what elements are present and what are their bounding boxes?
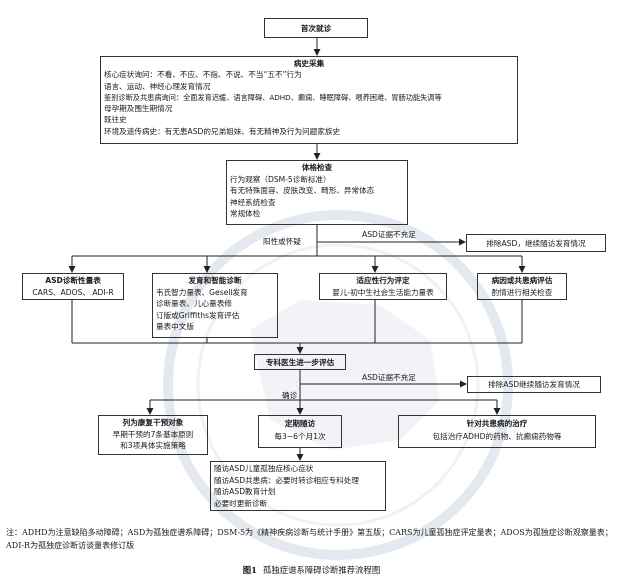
exam-line-neuro: 神经系统检查 [230, 197, 276, 207]
rehab-line-1: 早期干预的7条基本原则 [112, 429, 194, 439]
regular-followup-box: 定期随访 每3~6个月1次 [258, 415, 342, 448]
adaptive-title: 适应性行为评定 [356, 276, 410, 285]
exam-line-behavior: 行为观察（DSM-5诊断标准） [230, 174, 331, 184]
longterm-line-comorbid: 随访ASD共患病：必要时转诊相应专科处理 [214, 475, 359, 485]
exclude-asd-2-text: 排除ASD继续随访发育情况 [488, 380, 580, 389]
longterm-line-education: 随访ASD教育计划 [214, 487, 276, 497]
rehab-title: 列为康复干预对象 [122, 418, 184, 427]
exam-line-appearance: 有无特殊面容、皮肤改变、畸形、异常体态 [230, 186, 375, 195]
comorbidity-title: 针对共患病的治疗 [466, 419, 528, 428]
exclude-asd-box-1: 排除ASD，继续随访发育情况 [466, 234, 606, 252]
history-line-differential: 鉴别诊断及共患病询问：全面发育迟缓、语言障碍、ADHD、癫痫、睡眠障碍、喂养困难… [104, 92, 442, 102]
asd-scales-title: ASD诊断性量表 [45, 276, 101, 285]
history-line-core-symptoms: 核心症状询问：不看、不应、不指、不说、不当“五不”行为 [104, 70, 302, 80]
longterm-line-core: 随访ASD儿童孤独症核心症状 [214, 464, 314, 473]
history-taking-title: 病史采集 [293, 59, 325, 68]
exclude-asd-1-text: 排除ASD，继续随访发育情况 [486, 239, 586, 248]
physical-exam-box: 体格检查 行为观察（DSM-5诊断标准） 有无特殊面容、皮肤改变、畸形、异常体态… [226, 160, 408, 225]
longterm-followup-box: 随访ASD儿童孤独症核心症状 随访ASD共患病：必要时转诊相应专科处理 随访AS… [210, 461, 386, 511]
development-title: 发育和智能诊断 [188, 276, 242, 285]
adaptive-scale: 婴儿-初中生社会生活能力量表 [332, 287, 434, 297]
development-line-4: 量表中文版 [156, 322, 194, 331]
followup-title: 定期随访 [284, 419, 316, 428]
asd-scales-list: CARS、ADOS、 ADI-R [32, 287, 114, 297]
development-line-3: 订版或Griffiths发育评估 [156, 310, 240, 320]
history-line-development: 语言、运动、神经心理发育情况 [104, 81, 211, 91]
specialist-evaluation-label: 专科医生进一步评估 [265, 358, 335, 367]
label-insufficient-1: ASD证据不充足 [362, 230, 416, 239]
history-line-past-history: 既往史 [104, 115, 127, 125]
first-visit-label: 首次就诊 [300, 24, 332, 33]
etiology-title: 病因或共患病评估 [491, 276, 553, 285]
label-confirmed: 确诊 [282, 391, 298, 400]
history-line-pregnancy: 母孕期及围生期情况 [104, 104, 173, 114]
history-line-family: 环境及遗传病史：有无患ASD的兄弟姐妹、有无精神及行为问题家族史 [104, 126, 341, 136]
history-taking-box: 病史采集 核心症状询问：不看、不应、不指、不说、不当“五不”行为 语言、运动、神… [100, 56, 518, 144]
followup-frequency: 每3~6个月1次 [274, 432, 326, 441]
etiology-check: 酌情进行相关检查 [491, 287, 553, 297]
adaptive-behavior-box: 适应性行为评定 婴儿-初中生社会生活能力量表 [319, 273, 447, 300]
figure-caption: 图1 孤独症谱系障碍诊断推荐流程图 [0, 564, 623, 576]
longterm-line-update: 必要时更新诊断 [214, 498, 268, 508]
exclude-asd-box-2: 排除ASD继续随访发育情况 [467, 376, 601, 393]
physical-exam-title: 体格检查 [301, 163, 333, 172]
rehab-line-2: 和3项具体实施策略 [120, 441, 186, 450]
label-insufficient-2: ASD证据不充足 [362, 373, 416, 382]
development-diagnosis-box: 发育和智能诊断 韦氏智力量表、Gesell发育 诊断量表、儿心量表修 订版或Gr… [152, 273, 278, 338]
asd-scales-box: ASD诊断性量表 CARS、ADOS、 ADI-R [22, 273, 124, 300]
etiology-comorbidity-box: 病因或共患病评估 酌情进行相关检查 [477, 273, 567, 300]
figure-title: 孤独症谱系障碍诊断推荐流程图 [262, 565, 381, 575]
exam-line-routine: 常规体检 [230, 209, 261, 218]
abbreviation-note: 注：ADHD为注意缺陷多动障碍；ASD为孤独症谱系障碍；DSM-5为《精神疾病诊… [6, 528, 613, 550]
development-line-1: 韦氏智力量表、Gesell发育 [156, 287, 248, 297]
figure-number: 图1 [242, 565, 257, 575]
specialist-evaluation-box: 专科医生进一步评估 [254, 354, 346, 370]
label-positive-suspect: 阳性或怀疑 [263, 237, 301, 246]
development-line-2: 诊断量表、儿心量表修 [156, 299, 232, 308]
first-visit-box: 首次就诊 [264, 18, 368, 38]
comorbidity-detail: 包括治疗ADHD的药物、抗癫痫药物等 [432, 432, 562, 441]
comorbidity-treatment-box: 针对共患病的治疗 包括治疗ADHD的药物、抗癫痫药物等 [398, 415, 596, 448]
rehab-intervention-box: 列为康复干预对象 早期干预的7条基本原则 和3项具体实施策略 [98, 415, 208, 455]
